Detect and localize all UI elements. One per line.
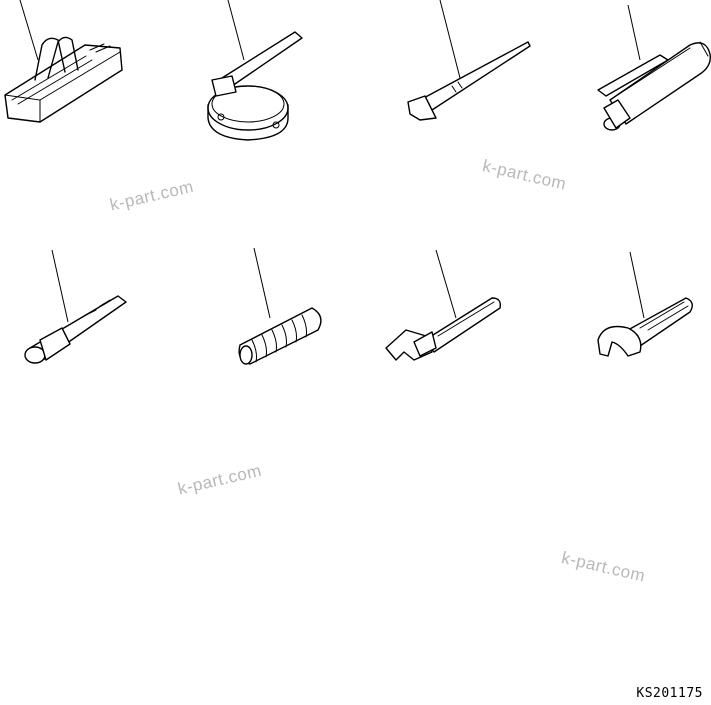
pry-bar-icon	[407, 0, 531, 121]
hook-spanner-icon	[597, 251, 693, 357]
drawing-code: KS201175	[636, 686, 703, 701]
flexible-hose-icon	[238, 247, 322, 365]
filter-wrench-icon	[207, 0, 303, 141]
tool-bag-icon	[4, 0, 123, 123]
grease-gun-icon	[597, 4, 711, 131]
grease-nozzle-icon	[24, 249, 127, 364]
adjustable-wrench-icon	[385, 249, 502, 361]
